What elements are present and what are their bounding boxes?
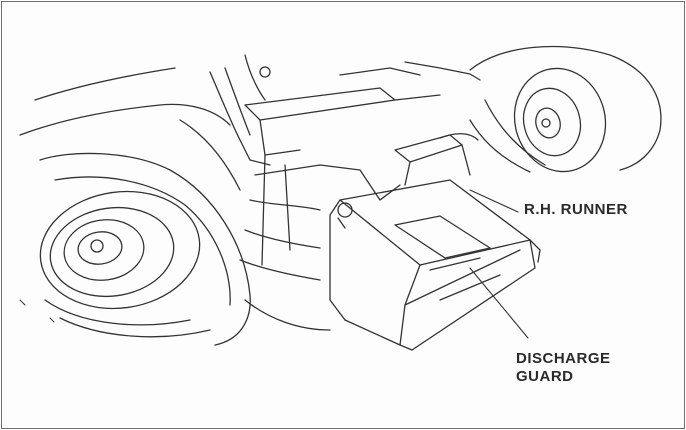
discharge-guard-label: DISCHARGE GUARD [516,350,611,386]
stray-marks [19,299,55,323]
discharge-guard [329,179,541,351]
discharge-guard-leader [469,267,529,339]
mower-deck [239,154,401,331]
mower-body-left [19,67,271,191]
seat-frame [244,54,481,156]
discharge-guard-label-line1: DISCHARGE [516,350,611,367]
rh-runner-label: R.H. RUNNER [524,201,628,218]
rh-runner-leader [469,189,519,213]
discharge-guard-label-line2: GUARD [516,368,574,385]
leader-lines [469,189,529,339]
rh-runner-bracket [394,133,479,186]
left-rear-tire [39,152,251,346]
right-rear-tire [469,45,662,173]
